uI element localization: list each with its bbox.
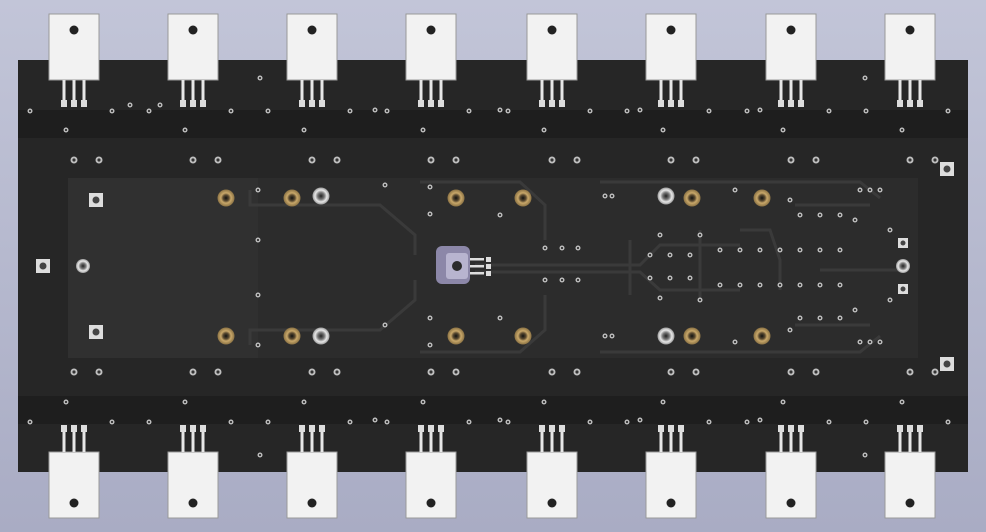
to3p-transistor-icon[interactable]: [884, 425, 936, 519]
gold-pad-layer: [217, 187, 771, 345]
mounting-hole-icon: [36, 259, 50, 273]
to3p-transistor-icon[interactable]: [765, 425, 817, 519]
mounting-hole-icon: [898, 238, 908, 248]
to3p-transistor-icon[interactable]: [405, 13, 457, 107]
bottom-transistor-row: [48, 425, 936, 519]
through-hole-pad: [753, 327, 771, 345]
thermal-sensor-icon[interactable]: [436, 246, 491, 284]
mounting-hole-icon: [89, 325, 103, 339]
to3p-transistor-icon[interactable]: [645, 13, 697, 107]
through-hole-pad: [283, 327, 301, 345]
through-hole-pad: [217, 327, 235, 345]
bottom-heatsink-strip: [18, 396, 968, 424]
through-hole-pad: [514, 189, 532, 207]
to3p-transistor-icon[interactable]: [48, 425, 100, 519]
mounting-holes: [36, 162, 954, 371]
to3p-transistor-icon[interactable]: [526, 13, 578, 107]
to3p-transistor-icon[interactable]: [286, 13, 338, 107]
through-hole-pad: [753, 189, 771, 207]
through-hole-pad: [514, 327, 532, 345]
mounting-hole-icon: [896, 259, 910, 273]
to3p-transistor-icon[interactable]: [48, 13, 100, 107]
through-hole-pad: [447, 327, 465, 345]
through-hole-pad: [217, 189, 235, 207]
top-heatsink-strip: [18, 110, 968, 138]
mounting-hole-icon: [940, 162, 954, 176]
to3p-transistor-icon[interactable]: [765, 13, 817, 107]
through-hole-pad: [683, 189, 701, 207]
via-layer: [27, 75, 951, 458]
to3p-transistor-icon[interactable]: [167, 13, 219, 107]
through-hole-pad: [312, 187, 330, 205]
to3p-transistor-icon[interactable]: [645, 425, 697, 519]
through-hole-pad: [447, 189, 465, 207]
mounting-hole-icon: [898, 284, 908, 294]
mounting-hole-icon: [76, 259, 90, 273]
mounting-hole-icon: [89, 193, 103, 207]
through-hole-pad: [683, 327, 701, 345]
to3p-transistor-icon[interactable]: [884, 13, 936, 107]
through-hole-pad: [657, 327, 675, 345]
mounting-hole-icon: [940, 357, 954, 371]
through-hole-pad: [657, 187, 675, 205]
to3p-transistor-icon[interactable]: [286, 425, 338, 519]
through-hole-pad: [312, 327, 330, 345]
to3p-transistor-icon[interactable]: [167, 425, 219, 519]
top-transistor-row: [48, 13, 936, 107]
to3p-transistor-icon[interactable]: [405, 425, 457, 519]
to3p-transistor-icon[interactable]: [526, 425, 578, 519]
through-hole-pad: [283, 189, 301, 207]
